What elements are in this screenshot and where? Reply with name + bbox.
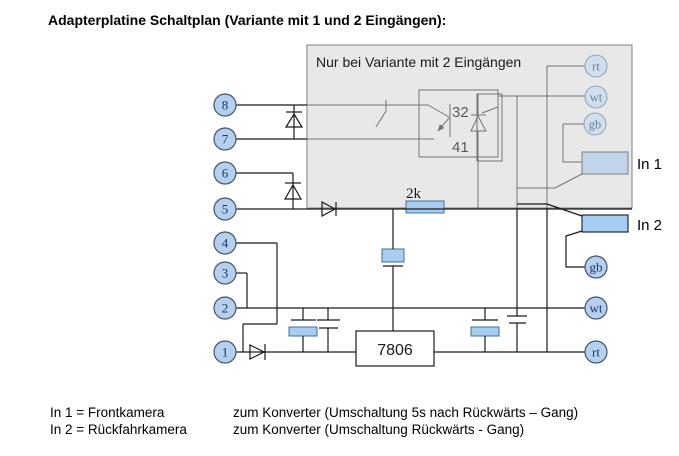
right-top-pins: rt wt gb [583, 54, 608, 136]
svg-text:8: 8 [222, 98, 229, 113]
in1-connector [581, 151, 629, 175]
capacitor-right-electrolytic [470, 326, 500, 337]
page-title: Adapterplatine Schaltplan (Variante mit … [48, 12, 446, 28]
regulator-7806: 7806 [355, 330, 435, 367]
left-pins: 8 7 6 5 4 3 2 1 [213, 93, 237, 364]
svg-text:6: 6 [222, 166, 229, 181]
relay-diode-icon [470, 94, 499, 208]
pin-rt-top: rt [584, 54, 608, 78]
variant-wiring [307, 65, 585, 208]
svg-text:4: 4 [222, 236, 229, 251]
pin-6: 6 [213, 161, 237, 185]
svg-text:2: 2 [222, 301, 229, 316]
pin-3: 3 [213, 261, 237, 285]
pin-4: 4 [213, 231, 237, 255]
in2-label: In 2 [637, 217, 662, 234]
relay-box [418, 89, 499, 158]
svg-text:7: 7 [222, 132, 229, 147]
pin-gb-top: gb [583, 112, 607, 136]
svg-text:1: 1 [222, 345, 229, 360]
pin-wt-top: wt [584, 85, 608, 109]
pin-8: 8 [213, 93, 237, 117]
capacitor-left-electrolytic [288, 326, 318, 337]
svg-text:gb: gb [590, 260, 603, 275]
diode-rail5-icon [321, 200, 337, 218]
capacitor-right-group-icon [472, 308, 527, 352]
pin-rt-bottom: rt [584, 340, 608, 364]
svg-text:wt: wt [590, 91, 603, 105]
svg-text:5: 5 [222, 202, 229, 217]
variant-overlay: Nur bei Variante mit 2 Eingängen [306, 44, 633, 209]
in1-label: In 1 [637, 156, 662, 173]
capacitor-mid-leads-icon [383, 209, 403, 331]
variant-overlay-box [306, 44, 633, 209]
relay-terminal-32: 32 [452, 104, 469, 121]
resistor-2k [405, 200, 445, 214]
regulator-label: 7806 [377, 342, 413, 359]
capacitor-mid [381, 248, 405, 263]
capacitor-left-group-icon [291, 308, 340, 352]
in2-connector [581, 214, 629, 233]
legend-row1-desc: zum Konverter (Umschaltung 5s nach Rückw… [233, 405, 578, 420]
legend: In 1 = Frontkamera zum Konverter (Umscha… [50, 405, 578, 437]
resistor-label: 2k [406, 186, 422, 202]
relay-terminal-41: 41 [452, 139, 469, 156]
svg-text:wt: wt [590, 301, 603, 316]
diode-8-7-icon [284, 105, 304, 139]
diode-6-5-icon [283, 182, 303, 200]
components [288, 200, 629, 337]
pin-7: 7 [213, 127, 237, 151]
pin-wt-bottom: wt [584, 296, 608, 320]
pin-1: 1 [213, 340, 237, 364]
legend-row2-term: In 2 = Rückfahrkamera [50, 422, 187, 437]
relay-arrow-icon [437, 117, 450, 132]
variant-overlay-label: Nur bei Variante mit 2 Eingängen [316, 54, 521, 70]
diode-pin1-icon [249, 344, 266, 360]
pin-gb-bottom: gb [584, 255, 608, 279]
svg-text:gb: gb [589, 118, 602, 132]
right-bottom-pins: gb wt rt [584, 255, 608, 364]
pin-5: 5 [213, 197, 237, 221]
pin-2: 2 [213, 296, 237, 320]
legend-row2-desc: zum Konverter (Umschaltung Rückwärts - G… [233, 422, 524, 437]
relay-inner-box [476, 93, 503, 162]
svg-text:rt: rt [592, 345, 600, 360]
svg-text:rt: rt [592, 60, 600, 74]
legend-row1-term: In 1 = Frontkamera [50, 405, 165, 420]
svg-text:3: 3 [222, 266, 229, 281]
